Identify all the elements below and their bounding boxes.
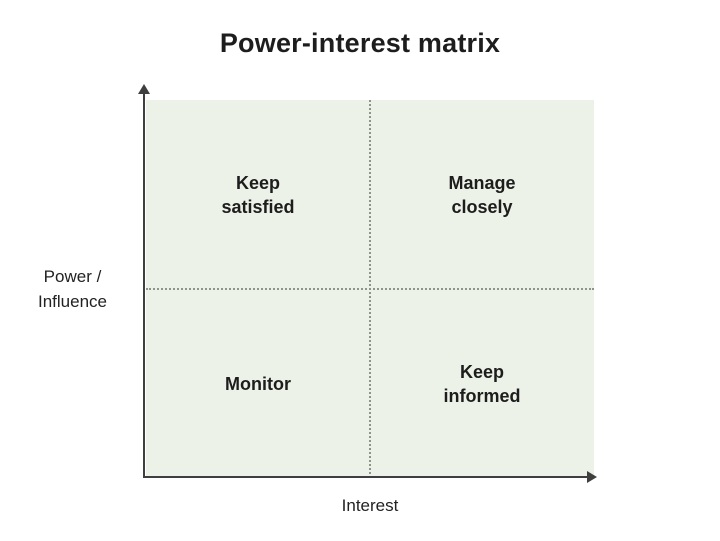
y-axis-line [143, 93, 145, 478]
quadrant-bottom-right: Keep informed [370, 289, 594, 478]
x-axis-line [143, 476, 591, 478]
x-axis-label: Interest [341, 496, 399, 515]
quadrant-top-left: Keep satisfied [146, 100, 370, 289]
quadrant-label-keep-satisfied: Keep satisfied [221, 172, 295, 217]
y-axis-label: Power / Influence [38, 267, 107, 311]
quadrant-bottom-left: Monitor [146, 289, 370, 478]
horizontal-dotted-divider [146, 288, 594, 290]
x-axis-arrow-right-icon [587, 471, 597, 483]
quadrant-label-manage-closely: Manage closely [448, 172, 516, 217]
diagram-title: Power-interest matrix [219, 28, 501, 58]
quadrant-label-monitor: Monitor [225, 373, 291, 394]
y-axis-arrow-up-icon [138, 84, 150, 94]
quadrant-label-keep-informed: Keep informed [443, 361, 521, 406]
matrix-area: Keep satisfied Manage closely Monitor Ke… [146, 100, 594, 478]
quadrant-top-right: Manage closely [370, 100, 594, 289]
